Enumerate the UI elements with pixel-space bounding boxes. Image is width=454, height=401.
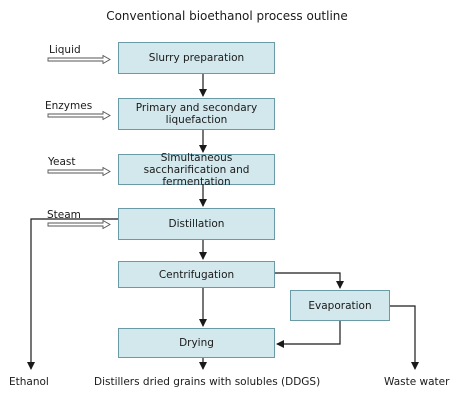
box-distillation: Distillation: [118, 208, 275, 240]
input-arrow-steam: [47, 219, 111, 230]
input-label-steam: Steam: [47, 209, 81, 221]
box-saccharification-fermentation: Simultaneous saccharification and fermen…: [118, 152, 275, 188]
input-arrow-yeast: [47, 166, 111, 177]
box-slurry-preparation: Slurry preparation: [118, 42, 275, 74]
input-label-yeast: Yeast: [48, 156, 76, 168]
box-drying: Drying: [118, 328, 275, 358]
box-liquefaction: Primary and secondary liquefaction: [118, 98, 275, 130]
flow-evaporation-to-waste-water: [390, 305, 419, 370]
flow-evaporation-to-drying: [276, 321, 341, 348]
input-label-liquid: Liquid: [49, 44, 81, 56]
output-label-ethanol: Ethanol: [9, 376, 49, 388]
input-label-enzymes: Enzymes: [45, 100, 93, 112]
input-arrow-enzymes: [47, 110, 111, 121]
output-label-ddgs: Distillers dried grains with solubles (D…: [94, 376, 321, 388]
box-evaporation: Evaporation: [290, 290, 390, 321]
box-centrifugation: Centrifugation: [118, 261, 275, 288]
diagram-title: Conventional bioethanol process outline: [106, 9, 348, 23]
flow-distillation-to-ethanol: [27, 218, 118, 370]
input-arrow-liquid: [47, 54, 111, 65]
output-label-waste-water: Waste water: [384, 376, 450, 388]
flow-centrifugation-to-evaporation: [275, 272, 344, 289]
